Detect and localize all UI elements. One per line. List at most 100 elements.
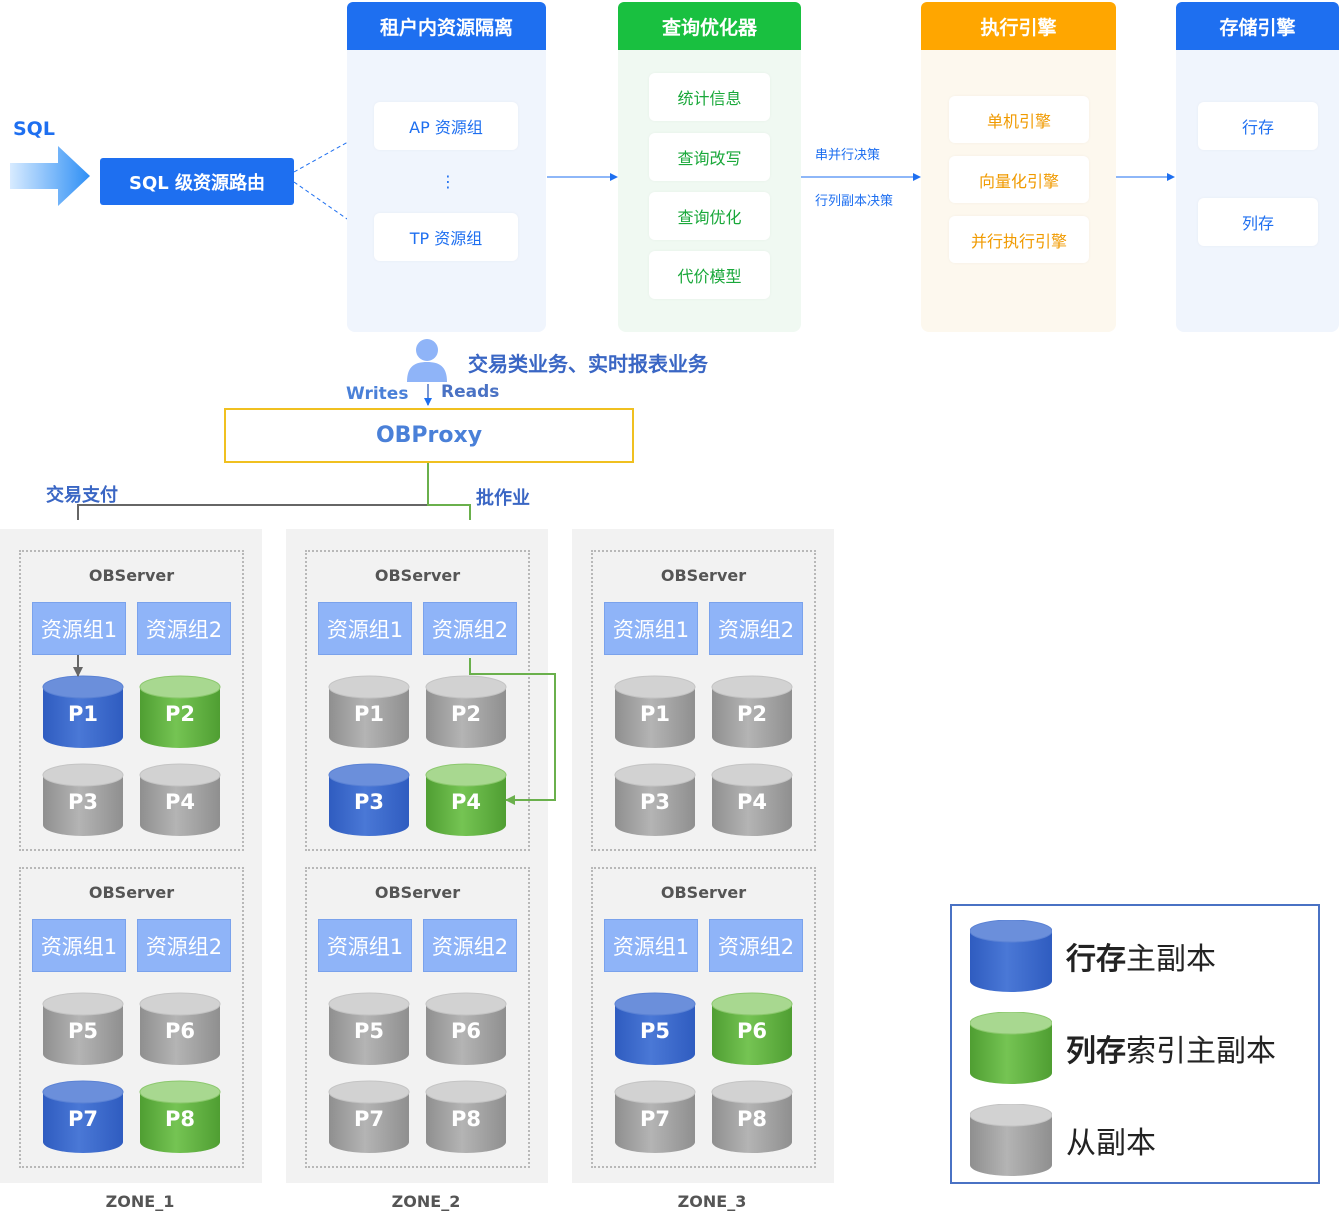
observer-title: OBServer bbox=[374, 883, 461, 902]
query-optimizer-title: 查询优化器 bbox=[618, 2, 801, 50]
optimizer-item-cost-model: 代价模型 bbox=[649, 251, 770, 299]
ap-resource-group: AP 资源组 bbox=[374, 102, 518, 150]
zone-label: ZONE_3 bbox=[677, 1192, 747, 1211]
partition-label: P1 bbox=[639, 702, 670, 726]
partition-p8-rep: P8 bbox=[711, 1080, 793, 1153]
resource-group-2: 资源组2 bbox=[709, 602, 803, 655]
observer-box bbox=[19, 867, 244, 1168]
observer-title: OBServer bbox=[374, 566, 461, 585]
resource-group-2: 资源组2 bbox=[423, 919, 517, 972]
partition-label: P3 bbox=[353, 790, 384, 814]
partition-label: P5 bbox=[639, 1019, 670, 1043]
legend-label-rest: 索引主副本 bbox=[1126, 1034, 1276, 1069]
legend-label-col: 列存索引主副本 bbox=[1066, 1026, 1276, 1070]
partition-p7-rep: P7 bbox=[614, 1080, 696, 1153]
storage-item-column: 列存 bbox=[1198, 198, 1318, 246]
partition-label: P7 bbox=[639, 1107, 670, 1131]
tenant-isolation-panel: 租户内资源隔离 bbox=[347, 2, 546, 332]
observer-box bbox=[19, 550, 244, 851]
partition-p4-col: P4 bbox=[425, 763, 507, 836]
legend: 行存主副本 列存索引主副本 从副本 bbox=[950, 904, 1320, 1184]
resource-group-2: 资源组2 bbox=[423, 602, 517, 655]
partition-p4-rep: P4 bbox=[139, 763, 221, 836]
legend-label-bold: 列存 bbox=[1066, 1034, 1126, 1069]
reads-label: Reads bbox=[441, 382, 500, 402]
partition-label: P6 bbox=[450, 1019, 481, 1043]
partition-label: P8 bbox=[164, 1107, 195, 1131]
partition-label: P3 bbox=[639, 790, 670, 814]
resource-group-1: 资源组1 bbox=[604, 602, 698, 655]
partition-label: P2 bbox=[736, 702, 767, 726]
route-left-label: 交易支付 bbox=[46, 485, 118, 506]
partition-p4-rep: P4 bbox=[711, 763, 793, 836]
partition-p1-rep: P1 bbox=[328, 675, 410, 748]
partition-label: P5 bbox=[353, 1019, 384, 1043]
partition-p1-row: P1 bbox=[42, 675, 124, 748]
partition-p6-rep: P6 bbox=[425, 992, 507, 1065]
observer-title: OBServer bbox=[88, 883, 175, 902]
query-optimizer-panel: 查询优化器 bbox=[618, 2, 801, 332]
engine-item-parallel: 并行执行引擎 bbox=[949, 216, 1089, 263]
partition-p5-rep: P5 bbox=[328, 992, 410, 1065]
optimizer-item-statistics: 统计信息 bbox=[649, 73, 770, 121]
partition-p3-row: P3 bbox=[328, 763, 410, 836]
partition-label: P3 bbox=[67, 790, 98, 814]
legend-label-rest: 主副本 bbox=[1126, 942, 1216, 977]
observer-title: OBServer bbox=[660, 883, 747, 902]
observer-box bbox=[305, 867, 530, 1168]
route-left-line bbox=[77, 462, 429, 520]
sql-router-box: SQL 级资源路由 bbox=[100, 158, 294, 205]
tp-resource-group: TP 资源组 bbox=[374, 213, 518, 261]
partition-label: P7 bbox=[67, 1107, 98, 1131]
legend-label-bold: 行存 bbox=[1066, 942, 1126, 977]
partition-p1-rep: P1 bbox=[614, 675, 696, 748]
partition-label: P5 bbox=[67, 1019, 98, 1043]
sql-input-label: SQL bbox=[13, 118, 55, 140]
partition-label: P6 bbox=[164, 1019, 195, 1043]
partition-label: P2 bbox=[164, 702, 195, 726]
legend-swatch-row bbox=[969, 919, 1053, 992]
observer-box bbox=[591, 867, 816, 1168]
partition-p7-row: P7 bbox=[42, 1080, 124, 1153]
zone-label: ZONE_1 bbox=[105, 1192, 175, 1211]
optimizer-item-rewrite: 查询改写 bbox=[649, 133, 770, 181]
partition-label: P1 bbox=[67, 702, 98, 726]
partition-p5-rep: P5 bbox=[42, 992, 124, 1065]
partition-p3-rep: P3 bbox=[614, 763, 696, 836]
resource-group-2: 资源组2 bbox=[137, 602, 231, 655]
writes-label: Writes bbox=[346, 384, 409, 404]
resource-group-1: 资源组1 bbox=[318, 602, 412, 655]
partition-label: P2 bbox=[450, 702, 481, 726]
partition-p8-col: P8 bbox=[139, 1080, 221, 1153]
partition-label: P8 bbox=[736, 1107, 767, 1131]
legend-label-rest: 从副本 bbox=[1066, 1126, 1156, 1161]
resource-group-1: 资源组1 bbox=[604, 919, 698, 972]
partition-label: P1 bbox=[353, 702, 384, 726]
legend-label-rep: 从副本 bbox=[1066, 1118, 1156, 1162]
execution-engine-title: 执行引擎 bbox=[921, 2, 1116, 50]
resource-group-2: 资源组2 bbox=[137, 919, 231, 972]
partition-label: P7 bbox=[353, 1107, 384, 1131]
route-right-label: 批作业 bbox=[476, 488, 530, 509]
group-ellipsis: ⋮ bbox=[440, 172, 456, 191]
partition-p2-col: P2 bbox=[139, 675, 221, 748]
partition-label: P8 bbox=[450, 1107, 481, 1131]
legend-swatch-col bbox=[969, 1011, 1053, 1084]
observer-title: OBServer bbox=[660, 566, 747, 585]
engine-item-standalone: 单机引擎 bbox=[949, 96, 1089, 143]
partition-label: P4 bbox=[736, 790, 767, 814]
partition-p2-rep: P2 bbox=[711, 675, 793, 748]
business-label: 交易类业务、实时报表业务 bbox=[468, 352, 708, 376]
legend-swatch-rep bbox=[969, 1103, 1053, 1176]
observer-box bbox=[591, 550, 816, 851]
partition-p8-rep: P8 bbox=[425, 1080, 507, 1153]
partition-label: P6 bbox=[736, 1019, 767, 1043]
observer-title: OBServer bbox=[88, 566, 175, 585]
obproxy-box: OBProxy bbox=[224, 408, 634, 463]
storage-engine-title: 存储引擎 bbox=[1176, 2, 1339, 50]
partition-p6-rep: P6 bbox=[139, 992, 221, 1065]
partition-p5-row: P5 bbox=[614, 992, 696, 1065]
resource-group-2: 资源组2 bbox=[709, 919, 803, 972]
decision-row-column: 行列副本决策 bbox=[815, 194, 894, 209]
partition-p3-rep: P3 bbox=[42, 763, 124, 836]
